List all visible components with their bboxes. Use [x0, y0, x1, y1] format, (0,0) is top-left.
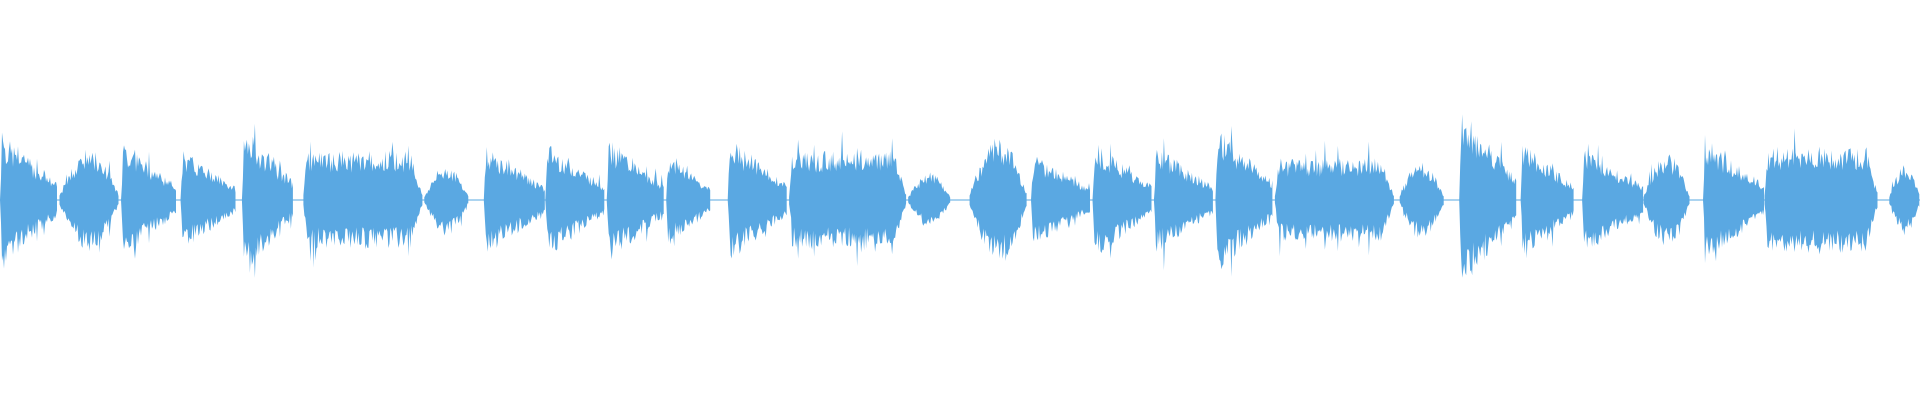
waveform-segment — [606, 142, 664, 260]
waveform-segment — [0, 132, 57, 269]
waveform-segment — [545, 146, 605, 251]
waveform-segment — [1274, 140, 1394, 257]
waveform-segment — [1031, 156, 1090, 242]
waveform-segment — [424, 169, 469, 236]
waveform-segment — [1764, 128, 1878, 255]
waveform-segment — [1703, 134, 1764, 264]
waveform-segment — [1215, 126, 1273, 277]
waveform-segment — [303, 141, 423, 268]
waveform-segment — [789, 131, 907, 266]
waveform-segment — [1459, 114, 1517, 278]
waveform-segment — [666, 158, 711, 247]
waveform-segment — [483, 147, 545, 252]
waveform-segment — [1092, 143, 1152, 259]
waveform-segment — [1889, 165, 1920, 236]
waveform-segment — [180, 151, 236, 244]
waveform-segments — [0, 114, 1920, 278]
waveform-segment — [59, 149, 119, 253]
waveform-segment — [1520, 145, 1574, 259]
waveform-segment — [1399, 162, 1444, 238]
waveform-segment — [1582, 143, 1644, 248]
waveform-segment — [727, 143, 787, 259]
waveform-segment — [908, 172, 951, 226]
waveform-segment — [241, 123, 293, 278]
waveform-segment — [969, 138, 1027, 261]
waveform-segment — [121, 145, 176, 259]
waveform-segment — [1153, 138, 1213, 271]
waveform-segment — [1643, 154, 1690, 246]
